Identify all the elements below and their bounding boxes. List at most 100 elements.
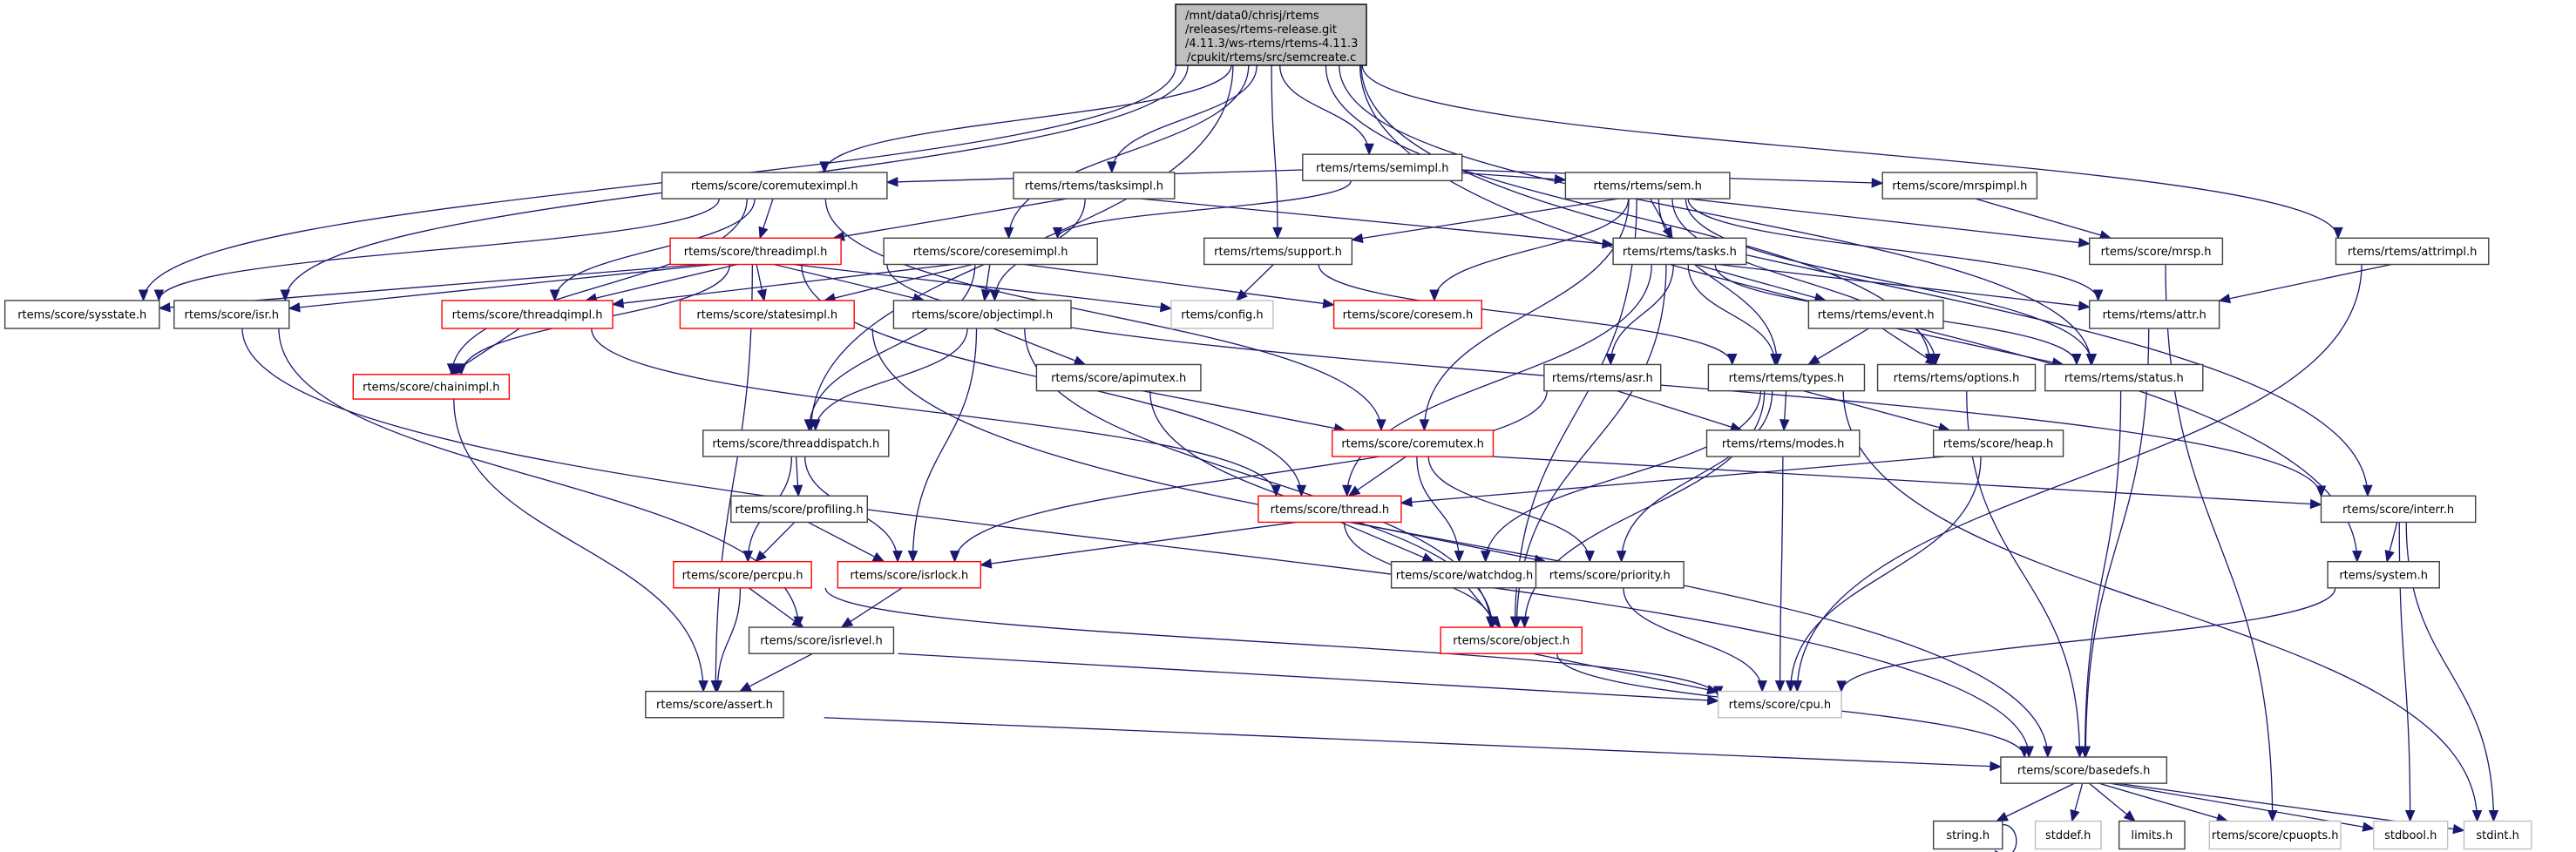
- node-label: rtems/score/profiling.h: [735, 504, 863, 517]
- node-box: [2044, 363, 2204, 392]
- node-system[interactable]: rtems/system.h: [2327, 560, 2440, 589]
- node-label: rtems/rtems/status.h: [2064, 372, 2184, 385]
- node-attrimpl[interactable]: rtems/rtems/attrimpl.h: [2335, 237, 2490, 266]
- node-statesimpl[interactable]: rtems/score/statesimpl.h: [679, 300, 855, 329]
- arrowhead: [810, 419, 821, 432]
- edge-line: [1361, 64, 2339, 239]
- node-cpu[interactable]: rtems/score/cpu.h: [1718, 690, 1842, 719]
- node-threadimpl[interactable]: rtems/score/threadimpl.h: [669, 237, 842, 266]
- node-label: limits.h: [2131, 829, 2173, 842]
- node-coresem[interactable]: rtems/score/coresem.h: [1332, 300, 1482, 329]
- edge-line: [1620, 390, 1773, 562]
- node-isr[interactable]: rtems/score/isr.h: [173, 300, 290, 329]
- node-label: rtems/score/mrsp.h: [2101, 246, 2212, 259]
- node-stdbool[interactable]: stdbool.h: [2373, 820, 2449, 850]
- node-threadqimpl[interactable]: rtems/score/threadqimpl.h: [441, 300, 613, 329]
- arrowhead: [1554, 173, 1567, 185]
- node-label: rtems/score/threadqimpl.h: [452, 308, 603, 321]
- node-watchdog[interactable]: rtems/score/watchdog.h: [1390, 560, 1539, 589]
- node-tasks[interactable]: rtems/rtems/tasks.h: [1612, 237, 1747, 266]
- node-thread[interactable]: rtems/score/thread.h: [1257, 495, 1402, 524]
- node-coremuteximpl[interactable]: rtems/score/coremuteximpl.h: [661, 172, 888, 199]
- edge-line: [1007, 64, 1250, 239]
- edge-line: [142, 64, 1177, 301]
- node-object[interactable]: rtems/score/object.h: [1440, 626, 1583, 654]
- edge-line: [1610, 264, 1674, 365]
- edge-event-to-types: [1807, 328, 1869, 366]
- edge-attrimpl-to-attr: [2218, 263, 2392, 304]
- edge-asr-to-isrlock: [949, 390, 1548, 563]
- node-label: rtems/score/cpuopts.h: [2212, 829, 2339, 842]
- node-label: rtems/rtems/tasks.h: [1623, 246, 1737, 259]
- arrowhead: [2078, 237, 2091, 248]
- node-label: rtems/score/threadimpl.h: [684, 246, 828, 259]
- arrowhead: [2384, 550, 2395, 563]
- node-heap[interactable]: rtems/score/heap.h: [1932, 429, 2064, 457]
- node-mrspimpl[interactable]: rtems/score/mrspimpl.h: [1881, 172, 2038, 199]
- arrowhead: [2123, 810, 2136, 822]
- edge-types-to-stdint: [1842, 390, 2483, 822]
- arrowhead: [1481, 551, 1491, 563]
- node-basedefs[interactable]: rtems/score/basedefs.h: [2000, 756, 2168, 784]
- node-tasksimpl[interactable]: rtems/rtems/tasksimpl.h: [1013, 172, 1176, 199]
- node-semimpl[interactable]: rtems/rtems/semimpl.h: [1302, 153, 1463, 182]
- node-mrsp[interactable]: rtems/score/mrsp.h: [2089, 237, 2224, 266]
- node-box: [1332, 300, 1482, 329]
- node-modes[interactable]: rtems/rtems/modes.h: [1705, 429, 1861, 457]
- edge-heap-to-cpu: [1785, 456, 1982, 693]
- node-isrlevel[interactable]: rtems/score/isrlevel.h: [748, 626, 895, 654]
- edge-line: [748, 587, 804, 628]
- arrowhead: [2452, 823, 2465, 835]
- node-status[interactable]: rtems/rtems/status.h: [2044, 363, 2204, 392]
- node-event[interactable]: rtems/rtems/event.h: [1807, 300, 1944, 329]
- node-stddef[interactable]: stddef.h: [2034, 820, 2102, 850]
- node-apimutex[interactable]: rtems/score/apimutex.h: [1035, 363, 1202, 392]
- node-objectimpl[interactable]: rtems/score/objectimpl.h: [892, 300, 1072, 329]
- edge-threadqimpl-to-chainimpl: [449, 328, 520, 375]
- node-priority[interactable]: rtems/score/priority.h: [1535, 560, 1685, 589]
- node-config[interactable]: rtems/config.h: [1170, 300, 1274, 329]
- node-stdint[interactable]: stdint.h: [2463, 820, 2532, 850]
- edge-line: [241, 328, 2030, 757]
- arrowhead: [2078, 301, 2091, 311]
- arrowhead: [2404, 810, 2416, 822]
- node-box: [2118, 820, 2186, 850]
- node-assert[interactable]: rtems/score/assert.h: [645, 690, 784, 719]
- node-profiling[interactable]: rtems/score/profiling.h: [730, 495, 868, 524]
- node-coresemimpl[interactable]: rtems/score/coresemimpl.h: [883, 237, 1098, 266]
- node-label: rtems/score/basedefs.h: [2017, 765, 2151, 778]
- edge-line: [1023, 263, 1334, 306]
- node-asr[interactable]: rtems/rtems/asr.h: [1543, 363, 1662, 392]
- arrowhead: [885, 177, 898, 187]
- node-types[interactable]: rtems/rtems/types.h: [1707, 363, 1866, 392]
- node-chainimpl[interactable]: rtems/score/chainimpl.h: [352, 374, 511, 400]
- arrowhead: [288, 302, 301, 313]
- arrowhead: [1511, 616, 1522, 629]
- edge-semimpl-to-sem: [1461, 172, 1567, 185]
- node-label: rtems/rtems/sem.h: [1593, 180, 1701, 193]
- node-interr[interactable]: rtems/score/interr.h: [2320, 495, 2477, 524]
- node-sysstate[interactable]: rtems/score/sysstate.h: [3, 300, 160, 329]
- node-cpuopts[interactable]: rtems/score/cpuopts.h: [2208, 820, 2342, 850]
- node-string[interactable]: string.h: [1932, 820, 2003, 850]
- node-attr[interactable]: rtems/rtems/attr.h: [2089, 300, 2220, 329]
- arrowhead: [1792, 680, 1803, 693]
- node-coremutex[interactable]: rtems/score/coremutex.h: [1332, 429, 1495, 457]
- node-limits[interactable]: limits.h: [2118, 820, 2186, 850]
- edge-line: [1617, 390, 1742, 431]
- arrowhead: [1616, 551, 1627, 563]
- node-sem[interactable]: rtems/rtems/sem.h: [1564, 172, 1731, 199]
- node-support[interactable]: rtems/rtems/support.h: [1203, 237, 1353, 266]
- arrowhead: [1419, 419, 1430, 432]
- edge-objectimpl-to-apimutex: [993, 328, 1087, 366]
- node-isrlock[interactable]: rtems/score/isrlock.h: [837, 560, 982, 589]
- arrowhead: [1400, 497, 1413, 508]
- node-options[interactable]: rtems/rtems/options.h: [1876, 363, 2037, 392]
- node-threaddispatch[interactable]: rtems/score/threaddispatch.h: [702, 429, 890, 457]
- root-file-box: [1175, 3, 1367, 66]
- edge-isrlevel-to-assert: [738, 653, 813, 693]
- node-percpu[interactable]: rtems/score/percpu.h: [673, 560, 812, 589]
- edge-root-to-interr: [1360, 64, 2373, 497]
- arrowhead: [2352, 551, 2362, 563]
- edge-thread-to-isrlock: [980, 521, 1297, 569]
